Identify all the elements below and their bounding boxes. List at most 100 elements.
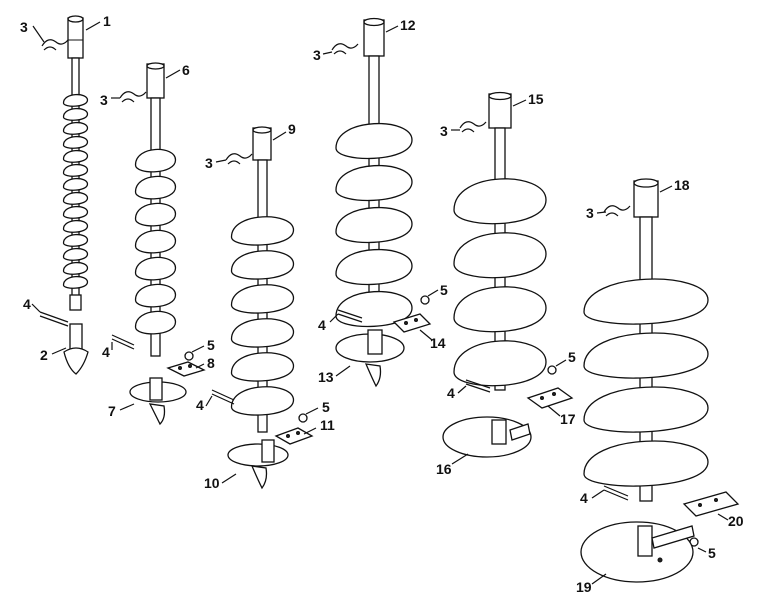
auger-flight xyxy=(134,283,177,308)
auger-flight xyxy=(230,318,295,348)
label-4: 4 xyxy=(196,397,204,413)
blade-20 xyxy=(682,491,740,517)
label-14: 14 xyxy=(430,335,446,351)
auger-6 xyxy=(134,62,177,357)
label-3: 3 xyxy=(586,205,594,221)
label-5: 5 xyxy=(708,545,716,561)
label-2: 2 xyxy=(40,347,48,363)
auger-flight xyxy=(583,278,709,325)
label-1: 1 xyxy=(103,13,111,29)
auger-1 xyxy=(62,15,89,311)
auger-flight xyxy=(453,232,547,279)
label-13: 13 xyxy=(318,369,334,385)
label-9: 9 xyxy=(288,121,296,137)
auger-flight xyxy=(335,207,413,244)
blade-17 xyxy=(526,387,574,409)
label-20: 20 xyxy=(728,513,744,529)
pin-clip-3f xyxy=(603,205,631,217)
auger-flight xyxy=(583,332,709,379)
auger-18 xyxy=(583,178,709,502)
point-10 xyxy=(227,439,289,490)
auger-flight xyxy=(62,177,89,191)
label-8: 8 xyxy=(207,355,215,371)
screw-5a xyxy=(184,351,194,361)
label-10: 10 xyxy=(204,475,220,491)
label-4: 4 xyxy=(318,317,326,333)
auger-flight xyxy=(335,291,413,328)
auger-flight xyxy=(134,256,177,281)
auger-flight xyxy=(583,386,709,433)
auger-flight xyxy=(62,107,89,121)
auger-flight xyxy=(453,178,547,225)
label-4: 4 xyxy=(580,490,588,506)
pin-4d xyxy=(337,309,363,323)
auger-flight xyxy=(230,250,295,280)
pin-4b xyxy=(111,334,135,350)
auger-flight xyxy=(453,286,547,333)
auger-flight xyxy=(62,247,89,261)
auger-9 xyxy=(230,126,295,433)
point-7 xyxy=(129,377,187,426)
label-4: 4 xyxy=(447,385,455,401)
label-12: 12 xyxy=(400,17,416,33)
auger-flight xyxy=(134,148,177,173)
label-5: 5 xyxy=(568,349,576,365)
auger-flight xyxy=(62,233,89,247)
point-19 xyxy=(580,521,695,583)
blade-11 xyxy=(274,427,314,445)
label-4: 4 xyxy=(23,296,31,312)
screw-5d xyxy=(547,365,557,375)
pin-clip-3c xyxy=(225,153,253,165)
label-17: 17 xyxy=(560,411,576,427)
auger-flight xyxy=(230,284,295,314)
label-16: 16 xyxy=(436,461,452,477)
pin-4e xyxy=(465,379,491,393)
auger-flight xyxy=(134,175,177,200)
auger-flight xyxy=(335,123,413,160)
auger-flight xyxy=(134,229,177,254)
auger-flight xyxy=(335,249,413,286)
point-2 xyxy=(63,323,89,375)
label-3: 3 xyxy=(313,47,321,63)
auger-flight xyxy=(134,310,177,335)
label-3: 3 xyxy=(205,155,213,171)
screw-5c xyxy=(420,295,430,305)
auger-flight xyxy=(62,163,89,177)
label-5: 5 xyxy=(322,399,330,415)
auger-flight xyxy=(62,149,89,163)
auger-flight xyxy=(230,216,295,246)
screw-5b xyxy=(298,413,308,423)
pin-clip-3b xyxy=(119,91,147,103)
auger-flight xyxy=(134,202,177,227)
pin-clip-3d xyxy=(331,43,359,55)
pin-clip-3e xyxy=(459,121,487,133)
auger-flight xyxy=(230,386,295,416)
auger-flight xyxy=(62,261,89,275)
callout-labels: 1 3 4 2 6 3 4 5 8 7 9 3 4 5 11 10 12 3 4… xyxy=(20,13,744,595)
label-5: 5 xyxy=(440,282,448,298)
pin-4f xyxy=(603,485,629,501)
label-11: 11 xyxy=(320,417,335,433)
leader-lines xyxy=(31,21,729,585)
label-4: 4 xyxy=(102,344,110,360)
label-18: 18 xyxy=(674,177,690,193)
auger-15 xyxy=(453,91,547,391)
auger-flight xyxy=(453,340,547,387)
label-3: 3 xyxy=(100,92,108,108)
label-3: 3 xyxy=(440,123,448,139)
auger-flight xyxy=(62,93,89,107)
label-7: 7 xyxy=(108,403,116,419)
auger-flight xyxy=(62,275,89,289)
auger-flight xyxy=(62,135,89,149)
label-15: 15 xyxy=(528,91,544,107)
auger-flight xyxy=(62,205,89,219)
point-16 xyxy=(442,416,532,458)
blade-8 xyxy=(166,361,206,377)
auger-flight xyxy=(230,352,295,382)
auger-flight xyxy=(62,191,89,205)
label-6: 6 xyxy=(182,62,190,78)
blade-14 xyxy=(392,313,432,333)
label-19: 19 xyxy=(576,579,592,595)
label-5: 5 xyxy=(207,337,215,353)
